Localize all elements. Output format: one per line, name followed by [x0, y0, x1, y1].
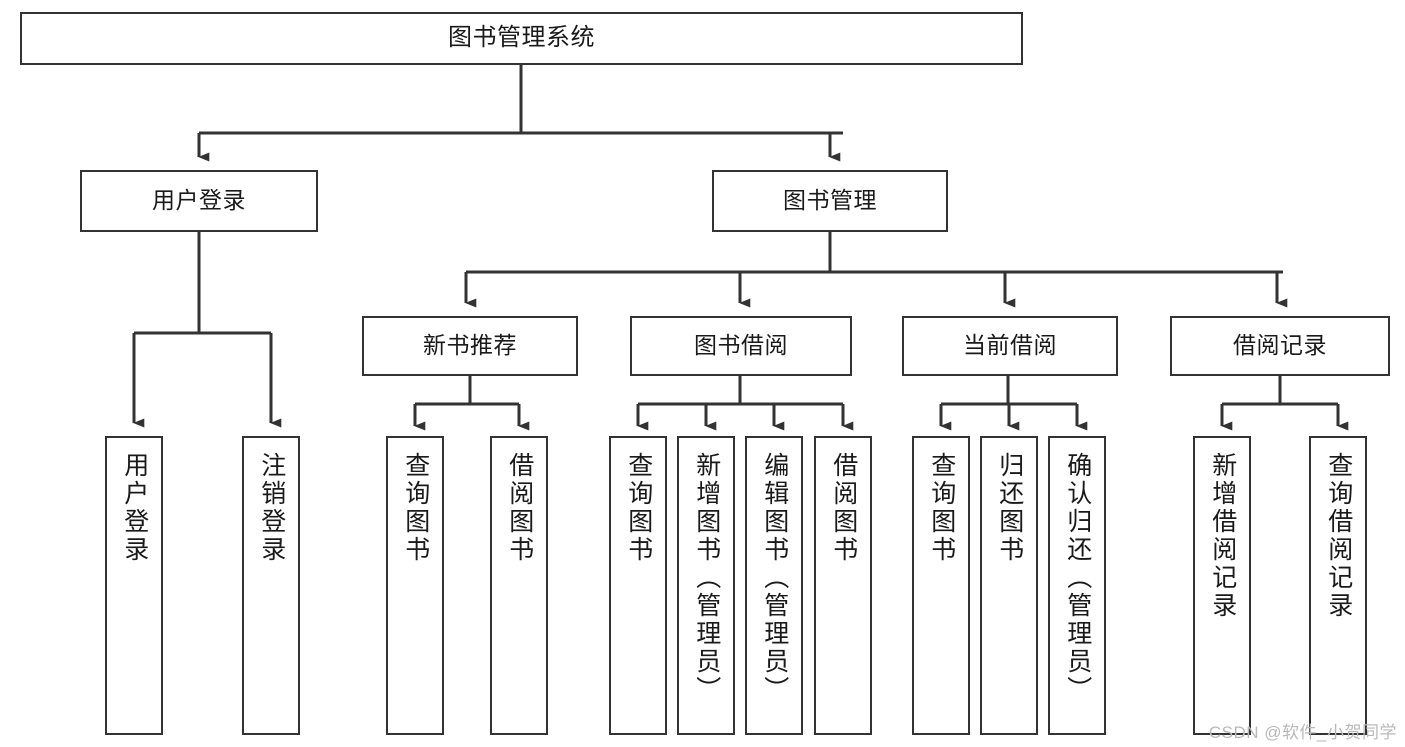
node-root-label: 图书管理系统 — [448, 24, 595, 52]
leaf-query-borrow-record-label: 查询借阅记录 — [1324, 452, 1353, 620]
leaf-user-login-label: 用户登录 — [120, 452, 149, 564]
leaf-edit-book-admin-label: 编辑图书（管理员） — [760, 452, 789, 704]
leaf-query-book-current[interactable]: 查询图书 — [912, 436, 970, 735]
leaf-logout[interactable]: 注销登录 — [242, 436, 300, 735]
leaf-edit-book-admin[interactable]: 编辑图书（管理员） — [745, 436, 803, 735]
leaf-confirm-return-admin[interactable]: 确认归还（管理员） — [1048, 436, 1106, 735]
leaf-add-borrow-record[interactable]: 新增借阅记录 — [1193, 436, 1251, 735]
leaf-borrow-book-label: 借阅图书 — [829, 452, 858, 564]
node-borrow-record-label: 借阅记录 — [1233, 332, 1327, 359]
leaf-query-book-current-label: 查询图书 — [927, 452, 956, 564]
node-new-book-recommend[interactable]: 新书推荐 — [362, 316, 578, 376]
csdn-watermark: CSDN @软件_小贺同学 — [1208, 723, 1397, 742]
leaf-borrow-book[interactable]: 借阅图书 — [814, 436, 872, 735]
node-user-login[interactable]: 用户登录 — [80, 170, 318, 232]
leaf-logout-label: 注销登录 — [257, 452, 286, 564]
leaf-query-book-borrow[interactable]: 查询图书 — [609, 436, 667, 735]
node-borrow-record[interactable]: 借阅记录 — [1170, 316, 1390, 376]
leaf-query-book-newbook-label: 查询图书 — [401, 452, 430, 564]
node-new-book-recommend-label: 新书推荐 — [423, 332, 517, 359]
node-root[interactable]: 图书管理系统 — [20, 12, 1023, 65]
leaf-return-book[interactable]: 归还图书 — [980, 436, 1038, 735]
node-book-management[interactable]: 图书管理 — [712, 170, 948, 232]
leaf-query-book-newbook[interactable]: 查询图书 — [386, 436, 444, 735]
leaf-add-book-admin[interactable]: 新增图书（管理员） — [677, 436, 735, 735]
node-book-borrow[interactable]: 图书借阅 — [630, 316, 852, 376]
leaf-borrow-book-newbook[interactable]: 借阅图书 — [490, 436, 548, 735]
node-current-borrow-label: 当前借阅 — [963, 332, 1057, 359]
leaf-confirm-return-admin-label: 确认归还（管理员） — [1063, 452, 1092, 704]
node-user-login-label: 用户登录 — [152, 187, 246, 214]
node-book-management-label: 图书管理 — [783, 187, 877, 214]
leaf-add-book-admin-label: 新增图书（管理员） — [692, 452, 721, 704]
node-current-borrow[interactable]: 当前借阅 — [902, 316, 1118, 376]
node-book-borrow-label: 图书借阅 — [694, 332, 788, 359]
leaf-query-book-borrow-label: 查询图书 — [624, 452, 653, 564]
leaf-query-borrow-record[interactable]: 查询借阅记录 — [1309, 436, 1367, 735]
leaf-borrow-book-newbook-label: 借阅图书 — [505, 452, 534, 564]
leaf-return-book-label: 归还图书 — [995, 452, 1024, 564]
leaf-user-login[interactable]: 用户登录 — [105, 436, 163, 735]
leaf-add-borrow-record-label: 新增借阅记录 — [1208, 452, 1237, 620]
